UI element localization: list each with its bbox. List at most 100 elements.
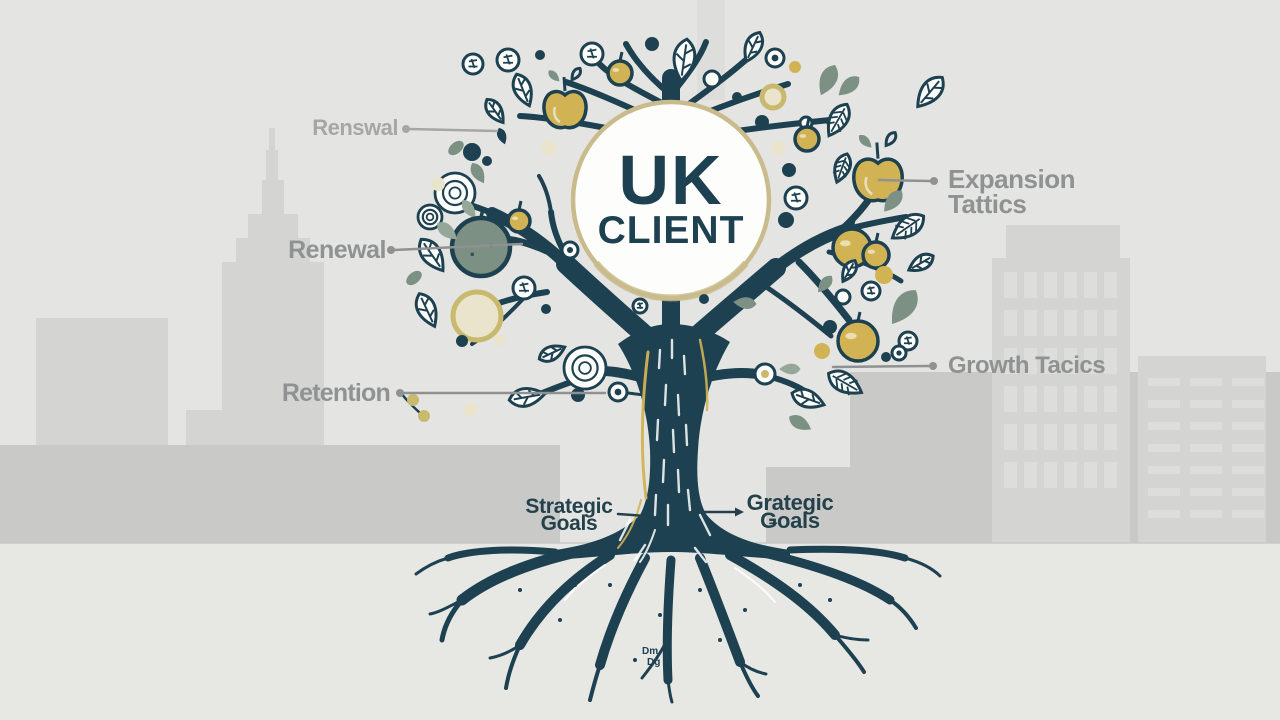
berry-icon	[535, 50, 545, 60]
filled-leaf-icon	[496, 127, 509, 145]
window	[1232, 488, 1264, 496]
connector-expansion	[877, 177, 938, 185]
hatched-leaf-icon	[821, 100, 855, 140]
window	[1148, 488, 1180, 496]
root-mark-line2: Dg	[647, 657, 661, 668]
window	[1148, 378, 1180, 386]
window	[1064, 348, 1077, 374]
leaf-icon	[536, 341, 567, 365]
leaf-icon	[911, 71, 950, 112]
filled-leaf-icon	[815, 273, 835, 295]
gold-dot-icon	[771, 141, 785, 155]
root-mark-line1: Dm	[642, 646, 659, 657]
gold-dot-icon	[407, 394, 419, 406]
connector-growth	[831, 362, 937, 370]
window	[1148, 422, 1180, 430]
berry-icon	[571, 388, 585, 402]
window	[1148, 400, 1180, 408]
leaf-icon	[509, 71, 537, 109]
label-grategic-line1: Grategic	[746, 490, 834, 515]
ring-icon	[607, 381, 629, 403]
root-fine-print: Dm Dg	[642, 646, 660, 668]
window	[1024, 348, 1037, 374]
seed-icon	[860, 280, 882, 302]
window	[1104, 386, 1117, 412]
label-renewal-mid: Renewal	[288, 236, 386, 264]
connector-retention	[396, 389, 607, 397]
berry-icon	[881, 352, 891, 362]
label-grategic-goals: Grategic Ǥoals	[733, 490, 847, 533]
gold-dot-icon	[431, 177, 445, 191]
window	[1064, 310, 1077, 336]
window	[1232, 422, 1264, 430]
root-dots	[518, 583, 832, 662]
gold-dot-icon	[814, 343, 830, 359]
filled-leaf-icon	[780, 364, 800, 374]
connector-grategic	[700, 507, 744, 517]
seed-icon	[511, 275, 537, 301]
window	[1084, 272, 1097, 298]
band-left	[0, 445, 560, 543]
leaf-icon	[789, 385, 827, 412]
khaki-ring-icon	[450, 289, 504, 343]
window	[1190, 488, 1222, 496]
trunk-texture	[564, 338, 776, 603]
berry-icon	[823, 320, 837, 334]
gold-fruit-icon	[506, 200, 532, 234]
seed-icon	[783, 185, 809, 211]
gold-dot-icon	[541, 140, 557, 156]
filled-leaf-icon	[880, 187, 906, 215]
seed-icon	[631, 297, 649, 315]
ring-icon	[702, 69, 722, 89]
window	[1024, 424, 1037, 450]
window	[1190, 444, 1222, 452]
window	[1104, 424, 1117, 450]
window	[1064, 424, 1077, 450]
berry-icon	[782, 163, 796, 177]
seed-icon	[495, 47, 521, 73]
ring-icon	[560, 240, 580, 260]
window	[1190, 400, 1222, 408]
window	[1232, 510, 1264, 518]
connector-renewal-top	[402, 125, 499, 133]
label-expansion-tactics: Expansion Tattics	[948, 166, 1075, 219]
window-building	[1138, 356, 1266, 543]
leaf-icon	[739, 29, 767, 65]
connector-strategic	[616, 512, 648, 518]
window-tower	[992, 225, 1130, 543]
sage-oval-icon	[406, 270, 422, 286]
khaki-ring-icon	[759, 83, 787, 111]
window	[1232, 400, 1264, 408]
window	[1044, 424, 1057, 450]
label-expansion-line2: Tattics	[948, 189, 1027, 219]
uk-client-badge: UK CLIENT	[573, 102, 769, 298]
leaf-icon	[671, 38, 697, 82]
window	[1004, 348, 1017, 374]
gold-fruit-icon	[606, 51, 634, 87]
label-grategic-line2: Ǥoals	[760, 508, 820, 533]
label-strategic-line2: Goals	[540, 512, 598, 535]
ring-icon	[890, 344, 908, 362]
window	[1004, 424, 1017, 450]
window	[1084, 386, 1097, 412]
window	[1190, 378, 1222, 386]
berry-icon	[645, 37, 659, 51]
berry-icon	[463, 143, 481, 161]
label-retention: Retention	[281, 379, 391, 407]
filled-leaf-icon	[468, 161, 488, 185]
hatched-leaf-icon	[830, 151, 854, 184]
label-growth-tactics: Growth Tacics	[948, 352, 1106, 379]
seed-icon	[461, 52, 485, 76]
leaf-icon	[905, 250, 936, 276]
berry-icon	[456, 335, 468, 347]
window	[1044, 462, 1057, 488]
window	[1190, 422, 1222, 430]
connector-lines	[387, 125, 938, 518]
seed-icon	[897, 330, 919, 352]
berry-icon	[699, 294, 709, 304]
filled-leaf-icon	[734, 297, 757, 310]
window	[1004, 462, 1017, 488]
rose-swirl-icon	[416, 203, 444, 231]
window	[1044, 386, 1057, 412]
